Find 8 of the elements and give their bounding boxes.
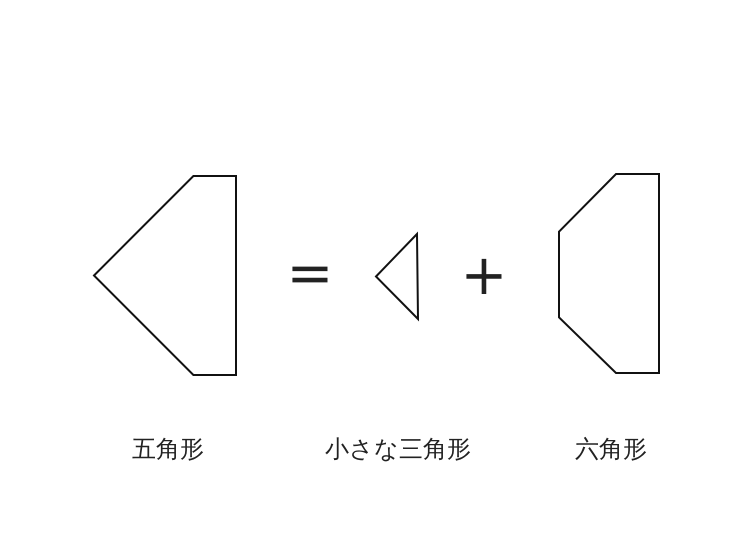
shape-name: 小さな三角形 — [325, 434, 471, 464]
shape-name: 五角形 — [132, 434, 204, 464]
equals-sign: = — [286, 244, 334, 304]
shape-name: 六角形 — [575, 434, 647, 464]
hexagon-shape — [558, 173, 660, 374]
pentagon-shape — [92, 175, 237, 376]
triangle-shape — [374, 232, 420, 322]
plus-sign: + — [460, 246, 508, 306]
